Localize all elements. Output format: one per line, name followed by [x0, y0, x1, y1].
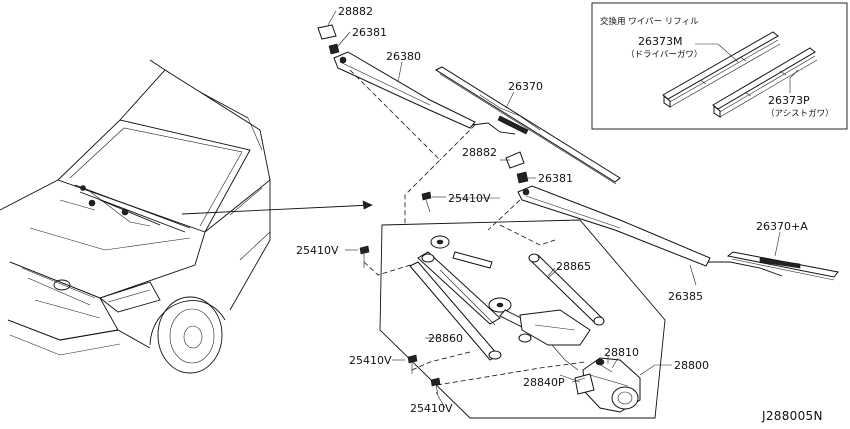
car-illustration [0, 59, 373, 374]
label-28865: 28865 [556, 260, 591, 273]
label-28810: 28810 [604, 346, 639, 359]
label-26373p: 26373P [768, 94, 810, 107]
label-26381-top: 26381 [352, 26, 387, 39]
label-26373p-note: （アシストガワ） [766, 108, 834, 119]
part-labels: 28882 26381 26380 26370 28882 26381 2541… [296, 5, 808, 415]
label-28860: 28860 [428, 332, 463, 345]
label-26373m-note: （ドライバーガワ） [626, 49, 702, 60]
label-25410v-lower1: 25410V [349, 354, 392, 367]
label-25410v-left: 25410V [296, 244, 339, 257]
leader-lines [345, 197, 672, 409]
label-28840p: 28840P [523, 376, 565, 389]
label-26380: 26380 [386, 50, 421, 63]
label-25410v-upper: 25410V [448, 192, 491, 205]
linkage-assembly [359, 191, 666, 419]
refill-inset: 交換用 ワイパー リフィル 26373M （ドライバーガワ） 26373P （ア… [591, 2, 848, 130]
label-26381-mid: 26381 [538, 172, 573, 185]
label-26373m: 26373M [638, 35, 682, 48]
diagram-reference-code: J288005N [761, 409, 823, 423]
upper-arm-assembly [317, 10, 621, 185]
inset-title: 交換用 ワイパー リフィル [600, 16, 699, 27]
label-28800: 28800 [674, 359, 709, 372]
lower-arm-assembly [500, 151, 839, 286]
label-25410v-lower2: 25410V [410, 402, 453, 415]
dashed-guides [349, 69, 586, 386]
label-26370: 26370 [508, 80, 543, 93]
label-28882-top: 28882 [338, 5, 373, 18]
label-26370a: 26370+A [756, 220, 808, 233]
label-28882-mid: 28882 [462, 146, 497, 159]
label-26385: 26385 [668, 290, 703, 303]
